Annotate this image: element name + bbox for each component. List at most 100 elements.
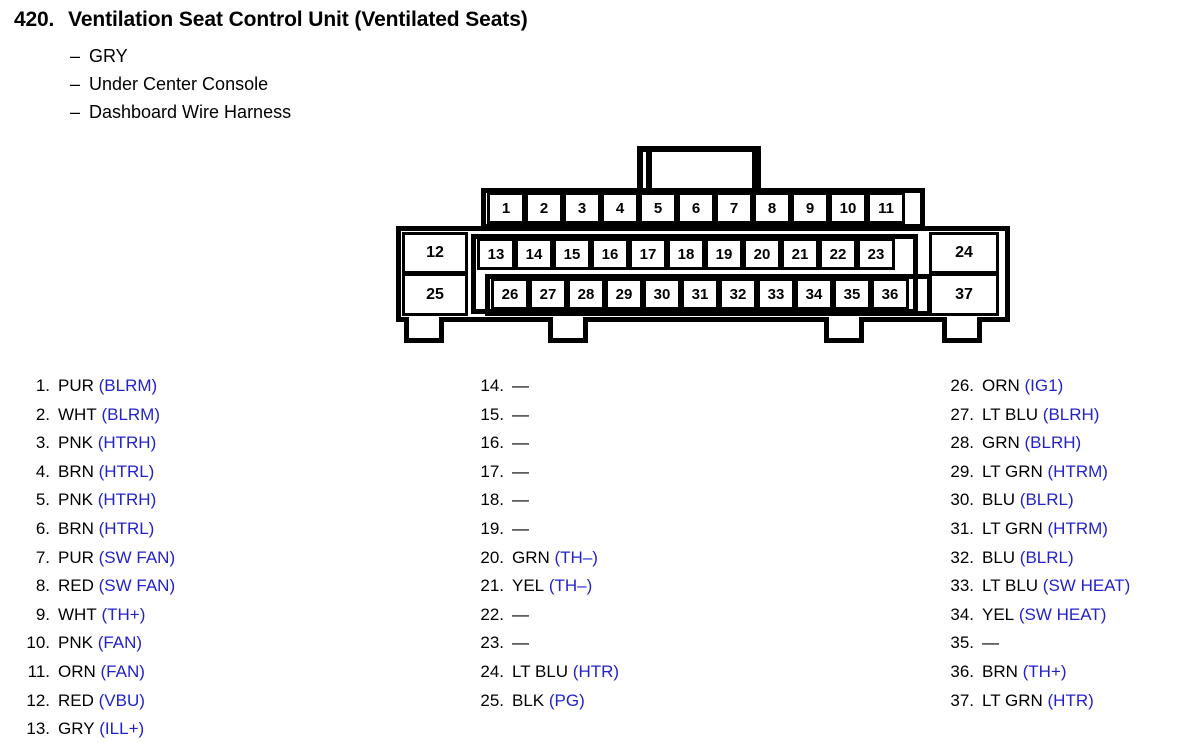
- pin-signal-name: (HTRM): [1042, 461, 1108, 481]
- pin-signal-name: (TH–): [549, 547, 598, 567]
- pin-wire-color: BLU: [982, 547, 1016, 567]
- pin-entry-row: 16.—: [468, 429, 619, 458]
- pin-number: 30.: [950, 490, 974, 510]
- pin-entry-row: 18. —: [468, 486, 619, 515]
- pin-signal-name: (HTRH): [92, 433, 157, 453]
- pin-signal-name: (IG1): [1019, 376, 1064, 395]
- bullet-dash: –: [70, 102, 81, 122]
- attribute-harness-text: Dashboard Wire Harness: [89, 102, 292, 122]
- pin-number: 25.: [480, 690, 504, 710]
- pin-wire-color: PNK: [58, 633, 93, 653]
- pin-number: 9.: [35, 604, 50, 624]
- connector-pin-32: 32: [719, 278, 757, 310]
- pin-entry-row: 31. LT GRN (HTRM): [938, 515, 1130, 544]
- pin-wire-color: —: [512, 376, 529, 395]
- pin-number: 2.: [35, 404, 50, 424]
- pin-number: 19.: [480, 518, 504, 538]
- pin-number: 35.: [950, 633, 974, 653]
- pin-entry-row: 26.ORN (IG1): [938, 372, 1130, 401]
- pin-entry-row: 17.—: [468, 458, 619, 487]
- bullet-dash: –: [70, 74, 81, 94]
- pin-entry-row: 25.BLK (PG): [468, 687, 619, 716]
- pin-wire-color: WHT: [58, 404, 97, 424]
- pin-number: 24.: [480, 661, 504, 681]
- pin-number: 26.: [950, 376, 974, 395]
- pin-number: 15.: [480, 404, 504, 424]
- connector-pin-15: 15: [553, 238, 591, 270]
- pin-entry-row: 5.PNK (HTRH): [14, 486, 175, 515]
- pin-number: 20.: [480, 547, 504, 567]
- pin-signal-name: (BLRM): [93, 376, 158, 395]
- pin-wire-color: LT GRN: [982, 461, 1043, 481]
- connector-pin-13: 13: [477, 238, 515, 270]
- connector-pin-5: 5: [639, 192, 677, 224]
- pin-wire-color: —: [512, 404, 529, 424]
- pin-number: 5.: [35, 490, 50, 510]
- pin-entry-row: 20.GRN (TH–): [468, 544, 619, 573]
- attribute-color-text: GRY: [89, 46, 128, 66]
- connector-pin-19: 19: [705, 238, 743, 270]
- pin-number: 27.: [950, 404, 974, 424]
- pin-number: 7.: [35, 547, 50, 567]
- pin-wire-color: LT GRN: [982, 518, 1043, 538]
- pin-signal-name: (BLRH): [1019, 433, 1082, 453]
- connector-latch-leg-right: [752, 146, 758, 194]
- connector-tab-3: [824, 317, 864, 343]
- connector-pin-23: 23: [857, 238, 895, 270]
- pin-number: 6.: [35, 518, 50, 538]
- pin-signal-name: (HTR): [568, 661, 620, 681]
- connector-latch-leg-left: [646, 146, 652, 194]
- pin-signal-name: (BLRL): [1015, 490, 1074, 510]
- pin-wire-color: ORN: [58, 661, 96, 681]
- connector-tab-4: [942, 317, 982, 343]
- pin-entry-row: 27.LT BLU (BLRH): [938, 401, 1130, 430]
- pin-entry-row: 23.—: [468, 629, 619, 658]
- connector-pin-18: 18: [667, 238, 705, 270]
- pin-wire-color: LT BLU: [982, 576, 1039, 596]
- pin-number: 4.: [35, 461, 50, 481]
- bullet-dash: –: [70, 46, 81, 66]
- pin-signal-name: (SW FAN): [93, 547, 176, 567]
- pin-number: 1.: [35, 376, 50, 395]
- pin-wire-color: —: [512, 490, 529, 510]
- pin-signal-name: (FAN): [95, 661, 145, 681]
- pin-wire-color: YEL: [512, 576, 545, 596]
- pin-signal-name: (SW HEAT): [1014, 604, 1107, 624]
- connector-pin-31: 31: [681, 278, 719, 310]
- pin-number: 31.: [950, 518, 974, 538]
- connector-pin-4: 4: [601, 192, 639, 224]
- pin-signal-name: (FAN): [92, 633, 143, 653]
- connector-pin-33: 33: [757, 278, 795, 310]
- pin-wire-color: PUR: [58, 547, 94, 567]
- pin-entry-row: 29.LT GRN (HTRM): [938, 458, 1130, 487]
- connector-pin-6: 6: [677, 192, 715, 224]
- attribute-location-text: Under Center Console: [89, 74, 269, 94]
- pin-number: 8.: [35, 576, 50, 596]
- pin-entry-row: 36.BRN (TH+): [938, 658, 1130, 687]
- connector-pin-17: 17: [629, 238, 667, 270]
- pin-number: 28.: [950, 433, 974, 453]
- pin-entry-row: 3. PNK (HTRH): [14, 429, 175, 458]
- pin-signal-name: (HTRH): [92, 490, 157, 510]
- pin-number: 37.: [950, 690, 974, 710]
- pin-signal-name: (HTRM): [1042, 518, 1108, 538]
- pin-wire-color: PNK: [58, 433, 93, 453]
- pin-wire-color: GRN: [982, 433, 1020, 453]
- pin-entry-row: 19.—: [468, 515, 619, 544]
- connector-pin-7: 7: [715, 192, 753, 224]
- pin-number: 18.: [480, 490, 504, 510]
- pin-entry-row: 1. PUR (BLRM): [14, 372, 175, 401]
- pin-entry-row: 10.PNK (FAN): [14, 629, 175, 658]
- connector-pin-30: 30: [643, 278, 681, 310]
- pin-wire-color: YEL: [982, 604, 1015, 624]
- pin-entry-row: 37.LT GRN (HTR): [938, 687, 1130, 716]
- pin-wire-color: PUR: [58, 376, 94, 395]
- pin-list-column-3: 26.ORN (IG1)27.LT BLU (BLRH) 28. GRN (BLRH…: [938, 372, 1130, 715]
- pin-wire-color: LT BLU: [512, 661, 569, 681]
- pin-number: 3.: [35, 433, 50, 453]
- pin-signal-name: (SW HEAT): [1038, 576, 1131, 596]
- connector-pin-3: 3: [563, 192, 601, 224]
- pin-entry-row: 32.BLU (BLRL): [938, 544, 1130, 573]
- connector-pin-28: 28: [567, 278, 605, 310]
